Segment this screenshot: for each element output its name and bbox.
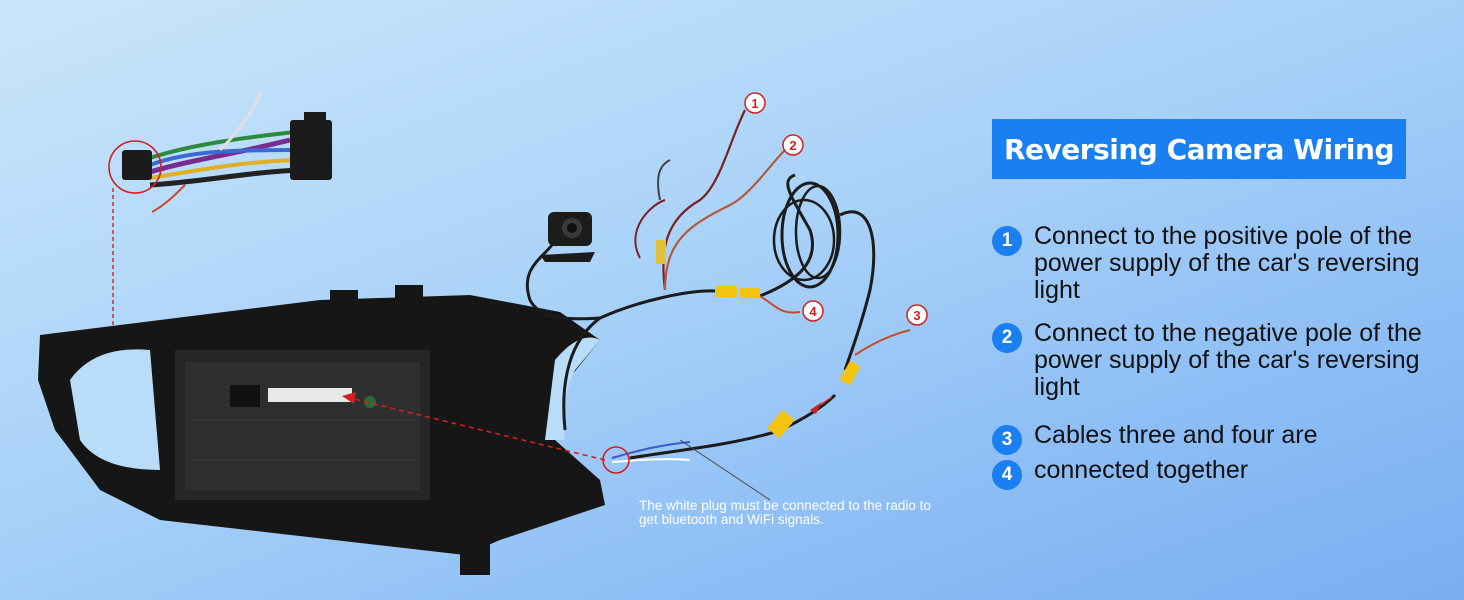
harness-connector-marker [108, 140, 162, 194]
wire-label-1: 1 [744, 92, 766, 114]
step-1: 1 Connect to the positive pole of the po… [992, 223, 1424, 304]
step-text: connected together [1034, 456, 1249, 484]
rca-arrow-head [810, 402, 822, 414]
step-2: 2 Connect to the negative pole of the po… [992, 320, 1424, 401]
svg-text:3: 3 [913, 308, 920, 323]
rca-connectors [715, 286, 860, 438]
step-3: 3 Cables three and four are [992, 422, 1318, 455]
radio-arrow-head [342, 392, 356, 404]
radio-dashed-lead [349, 397, 606, 461]
white-plug-note: The white plug must be connected to the … [639, 498, 931, 527]
svg-text:2: 2 [789, 138, 796, 153]
callout-leader-line [679, 439, 771, 501]
radio-lead [611, 441, 691, 463]
wire-label-3: 3 [906, 304, 928, 326]
wiring-diagram: 1 2 3 4 [38, 91, 928, 575]
page-title: Reversing Camera Wiring [992, 119, 1406, 179]
extension-cable [562, 173, 876, 460]
step-number-badge: 3 [992, 425, 1022, 455]
radio-lead-marker [602, 446, 630, 474]
power-wires [634, 109, 786, 291]
step-number-badge: 2 [992, 323, 1022, 353]
step-number-badge: 1 [992, 226, 1022, 256]
dashboard-bezel [38, 285, 605, 575]
rear-camera [525, 212, 601, 321]
step-text: Connect to the negative pole of the powe… [1034, 319, 1422, 401]
svg-text:4: 4 [809, 304, 817, 319]
step-4: 4 connected together [992, 457, 1248, 490]
harness-adapter [122, 91, 332, 213]
step-number-badge: 4 [992, 460, 1022, 490]
wire-label-4: 4 [802, 300, 824, 322]
step-text: Connect to the positive pole of the powe… [1034, 222, 1420, 304]
step-text: Cables three and four are [1034, 421, 1318, 449]
svg-text:1: 1 [751, 96, 758, 111]
wire-label-2: 2 [782, 134, 804, 156]
wire-3 [854, 329, 911, 356]
wire-4 [759, 295, 801, 314]
